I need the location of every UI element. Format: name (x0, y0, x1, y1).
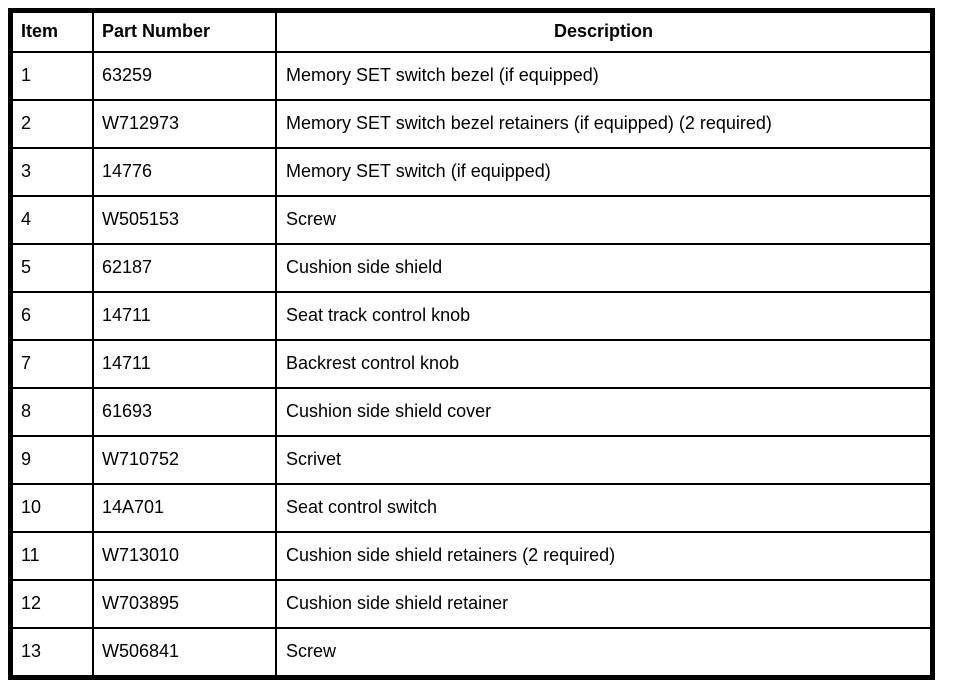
cell-description: Cushion side shield (275, 243, 934, 293)
table-row: 10 14A701 Seat control switch (9, 483, 934, 533)
cell-description: Memory SET switch bezel (if equipped) (275, 51, 934, 101)
cell-item: 12 (9, 579, 94, 629)
cell-part-number: W703895 (92, 579, 277, 629)
table-row: 9 W710752 Scrivet (9, 435, 934, 485)
table-row: 2 W712973 Memory SET switch bezel retain… (9, 99, 934, 149)
cell-description: Seat track control knob (275, 291, 934, 341)
table-row: 5 62187 Cushion side shield (9, 243, 934, 293)
cell-item: 6 (9, 291, 94, 341)
table-row: 13 W506841 Screw (9, 627, 934, 679)
table-row: 4 W505153 Screw (9, 195, 934, 245)
cell-part-number: W505153 (92, 195, 277, 245)
cell-item: 11 (9, 531, 94, 581)
table-row: 1 63259 Memory SET switch bezel (if equi… (9, 51, 934, 101)
table-row: 11 W713010 Cushion side shield retainers… (9, 531, 934, 581)
parts-table-header: Item Part Number Description (9, 9, 934, 53)
cell-part-number: 62187 (92, 243, 277, 293)
table-row: 6 14711 Seat track control knob (9, 291, 934, 341)
cell-item: 8 (9, 387, 94, 437)
cell-item: 4 (9, 195, 94, 245)
cell-part-number: W713010 (92, 531, 277, 581)
cell-description: Backrest control knob (275, 339, 934, 389)
header-row: Item Part Number Description (9, 9, 934, 53)
cell-part-number: 14A701 (92, 483, 277, 533)
cell-description: Cushion side shield retainer (275, 579, 934, 629)
cell-description: Scrivet (275, 435, 934, 485)
table-row: 7 14711 Backrest control knob (9, 339, 934, 389)
cell-description: Screw (275, 195, 934, 245)
table-row: 12 W703895 Cushion side shield retainer (9, 579, 934, 629)
cell-item: 3 (9, 147, 94, 197)
cell-item: 9 (9, 435, 94, 485)
cell-description: Screw (275, 627, 934, 679)
column-header-description: Description (275, 9, 934, 53)
cell-part-number: 14776 (92, 147, 277, 197)
cell-item: 13 (9, 627, 94, 679)
column-header-item: Item (9, 9, 94, 53)
cell-part-number: W710752 (92, 435, 277, 485)
table-row: 3 14776 Memory SET switch (if equipped) (9, 147, 934, 197)
cell-item: 2 (9, 99, 94, 149)
cell-description: Cushion side shield retainers (2 require… (275, 531, 934, 581)
cell-item: 10 (9, 483, 94, 533)
parts-table: Item Part Number Description 1 63259 Mem… (8, 8, 935, 680)
cell-part-number: 63259 (92, 51, 277, 101)
cell-item: 5 (9, 243, 94, 293)
cell-description: Memory SET switch bezel retainers (if eq… (275, 99, 934, 149)
cell-description: Seat control switch (275, 483, 934, 533)
cell-part-number: 14711 (92, 339, 277, 389)
cell-part-number: W506841 (92, 627, 277, 679)
cell-part-number: 14711 (92, 291, 277, 341)
cell-description: Cushion side shield cover (275, 387, 934, 437)
cell-item: 1 (9, 51, 94, 101)
cell-part-number: W712973 (92, 99, 277, 149)
parts-table-body: 1 63259 Memory SET switch bezel (if equi… (9, 51, 934, 679)
cell-item: 7 (9, 339, 94, 389)
column-header-part-number: Part Number (92, 9, 277, 53)
table-row: 8 61693 Cushion side shield cover (9, 387, 934, 437)
cell-description: Memory SET switch (if equipped) (275, 147, 934, 197)
cell-part-number: 61693 (92, 387, 277, 437)
